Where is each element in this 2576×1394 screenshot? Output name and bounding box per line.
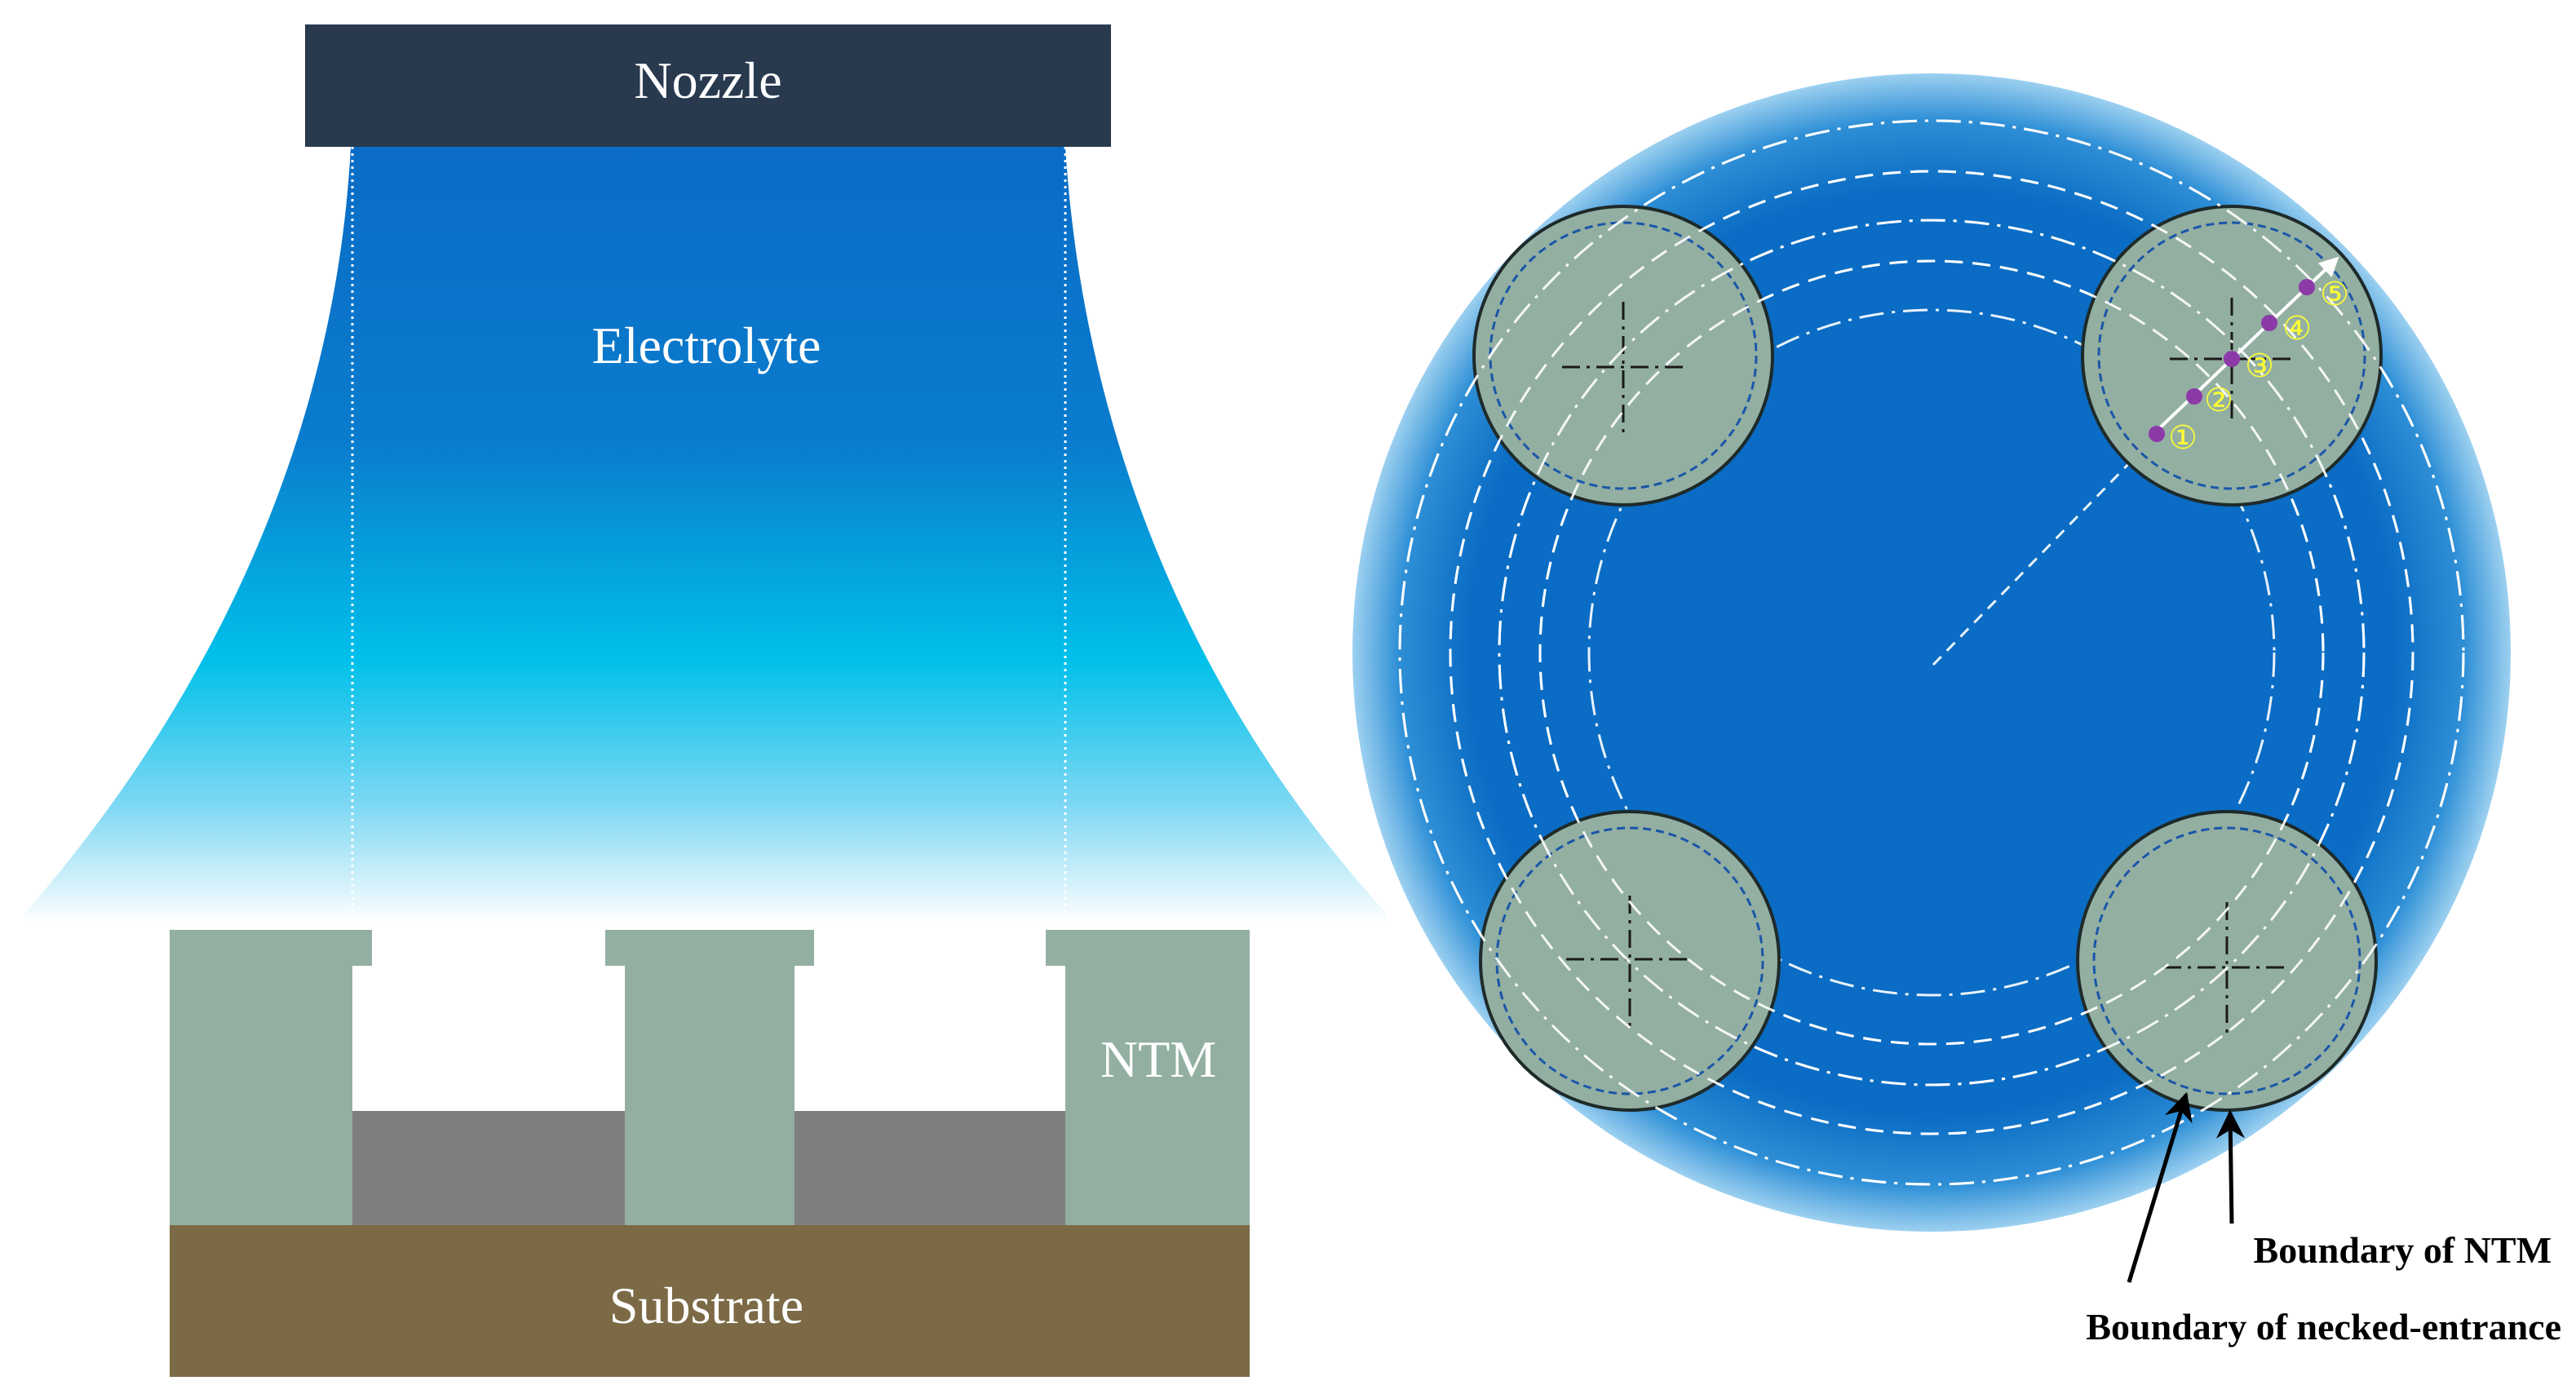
sample-point-2 bbox=[2186, 388, 2202, 405]
callout-arrow-necked bbox=[2127, 1091, 2193, 1283]
callout-boundary-necked: Boundary of necked-entrance bbox=[2086, 1306, 2561, 1348]
sample-point-1 bbox=[2149, 426, 2165, 442]
sample-label-4: ④ bbox=[2282, 310, 2312, 347]
ring-dashdot-inner bbox=[1587, 308, 2276, 997]
substrate-label: Substrate bbox=[609, 1277, 803, 1334]
sample-point-4 bbox=[2261, 315, 2277, 331]
electrolyte-label: Electrolyte bbox=[592, 316, 821, 374]
sample-label-1: ① bbox=[2168, 419, 2198, 456]
ntm-pillar-middle bbox=[605, 930, 814, 1225]
deposit-right bbox=[793, 1111, 1065, 1225]
sample-label-5: ⑤ bbox=[2320, 276, 2349, 312]
ntm-disk-top-left bbox=[1472, 205, 1774, 507]
callout-boundary-ntm: Boundary of NTM bbox=[2254, 1229, 2552, 1271]
left-panel: Nozzle Electrolyte NTM Substrate bbox=[24, 24, 1387, 1377]
nozzle-label: Nozzle bbox=[634, 51, 781, 109]
ring-overlay bbox=[1398, 119, 2465, 1186]
ntm-label: NTM bbox=[1100, 1030, 1216, 1088]
sample-point-3 bbox=[2224, 351, 2240, 367]
ntm-pillar-left bbox=[170, 930, 372, 1225]
sample-point-5 bbox=[2299, 279, 2315, 295]
sample-label-3: ③ bbox=[2245, 347, 2274, 384]
nozzle bbox=[305, 24, 1111, 147]
sample-label-2: ② bbox=[2204, 382, 2233, 418]
deposit-left bbox=[352, 1111, 625, 1225]
ntm-pillar-right bbox=[1046, 930, 1250, 1225]
radius-line bbox=[1932, 455, 2137, 666]
right-panel: ① ② ③ ④ ⑤ Boundary of NTM Boundary of ne… bbox=[1352, 73, 2561, 1348]
electrolyte-jet bbox=[24, 147, 1387, 923]
ntm-disk-bottom-right bbox=[2076, 810, 2378, 1112]
callout-arrow-ntm bbox=[2215, 1109, 2245, 1224]
sample-points: ① ② ③ ④ ⑤ bbox=[2149, 276, 2349, 456]
substrate bbox=[170, 1225, 1250, 1377]
